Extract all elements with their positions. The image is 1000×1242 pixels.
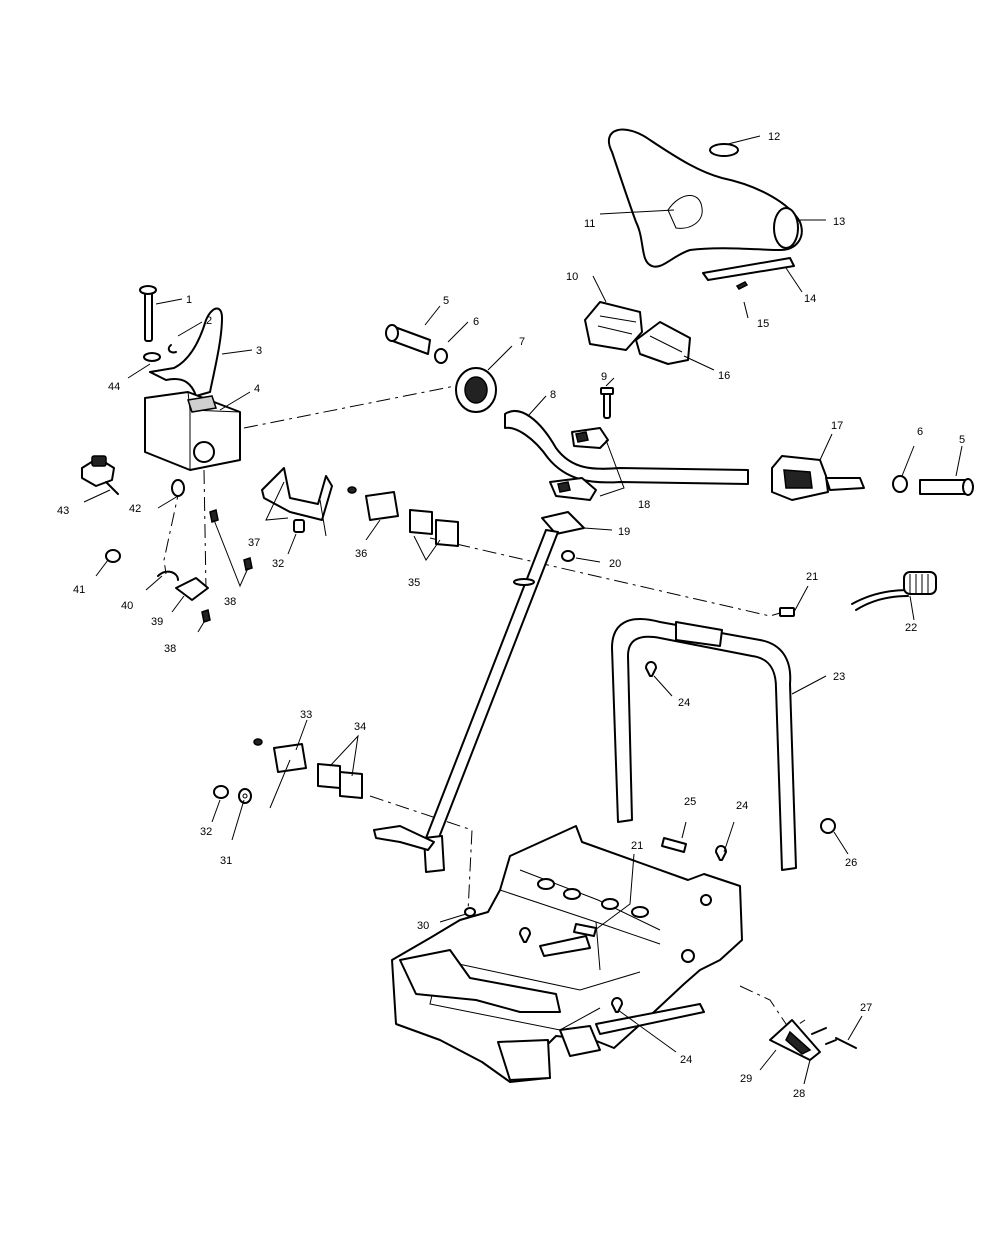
callout-29: 29 [740, 1073, 752, 1085]
callout-39: 39 [151, 616, 163, 628]
callout-4: 4 [254, 383, 260, 395]
handlebar-assembly [385, 324, 974, 501]
steering-hoop [611, 571, 937, 871]
switch-housing-10-16 [584, 301, 691, 365]
callout-22: 22 [905, 622, 917, 634]
callout-24-chassis-top: 24 [736, 800, 748, 812]
callout-5-right: 5 [959, 434, 965, 446]
callout-11: 11 [584, 218, 595, 230]
handlebar-pad-cover [607, 128, 803, 290]
callout-24-hoop: 24 [678, 697, 690, 709]
callout-44: 44 [108, 381, 120, 393]
callout-20: 20 [609, 558, 621, 570]
leader-lines [83, 135, 963, 1085]
callout-15: 15 [757, 318, 769, 330]
emblem-decal-12 [709, 143, 739, 157]
callout-2: 2 [206, 315, 212, 327]
callout-8: 8 [550, 389, 556, 401]
callout-33: 33 [300, 709, 312, 721]
callout-40: 40 [121, 600, 133, 612]
callout-12: 12 [768, 131, 780, 143]
callout-10: 10 [566, 271, 578, 283]
callout-38-lower: 38 [164, 643, 176, 655]
chassis-frame [391, 825, 743, 1083]
steering-blocks [213, 486, 575, 804]
callout-16: 16 [718, 370, 730, 382]
callout-24-chassis-bottom: 24 [680, 1054, 692, 1066]
callout-30: 30 [417, 920, 429, 932]
callout-19: 19 [618, 526, 630, 538]
callout-17: 17 [831, 420, 843, 432]
callout-42: 42 [129, 503, 141, 515]
steering-post [373, 511, 585, 917]
callout-26: 26 [845, 857, 857, 869]
callout-38-upper: 38 [224, 596, 236, 608]
throttle-housing-assembly [81, 285, 333, 623]
callout-32-lower: 32 [200, 826, 212, 838]
callout-35: 35 [408, 577, 420, 589]
callout-18: 18 [638, 499, 650, 511]
callout-7: 7 [519, 336, 525, 348]
callout-6-right: 6 [917, 426, 923, 438]
callout-6-left: 6 [473, 316, 479, 328]
callout-9: 9 [601, 371, 607, 383]
callout-5-left: 5 [443, 295, 449, 307]
callout-32-upper: 32 [272, 558, 284, 570]
callout-41: 41 [73, 584, 85, 596]
callout-1: 1 [186, 294, 192, 306]
taillight-assembly [769, 1019, 857, 1061]
callout-28: 28 [793, 1088, 805, 1100]
callout-14: 14 [804, 293, 816, 305]
callout-27: 27 [860, 1002, 872, 1014]
callout-13: 13 [833, 216, 845, 228]
callout-37: 37 [248, 537, 260, 549]
callout-21-top: 21 [806, 571, 818, 583]
callout-23: 23 [833, 671, 845, 683]
callout-36: 36 [355, 548, 367, 560]
callout-43: 43 [57, 505, 69, 517]
callout-31: 31 [220, 855, 232, 867]
callout-21-chassis: 21 [631, 840, 643, 852]
callout-3: 3 [256, 345, 262, 357]
callout-labels: 1 2 3 4 5 5 6 6 7 8 9 10 11 12 13 14 15 … [57, 131, 965, 1100]
callout-25: 25 [684, 796, 696, 808]
callout-34: 34 [354, 721, 366, 733]
